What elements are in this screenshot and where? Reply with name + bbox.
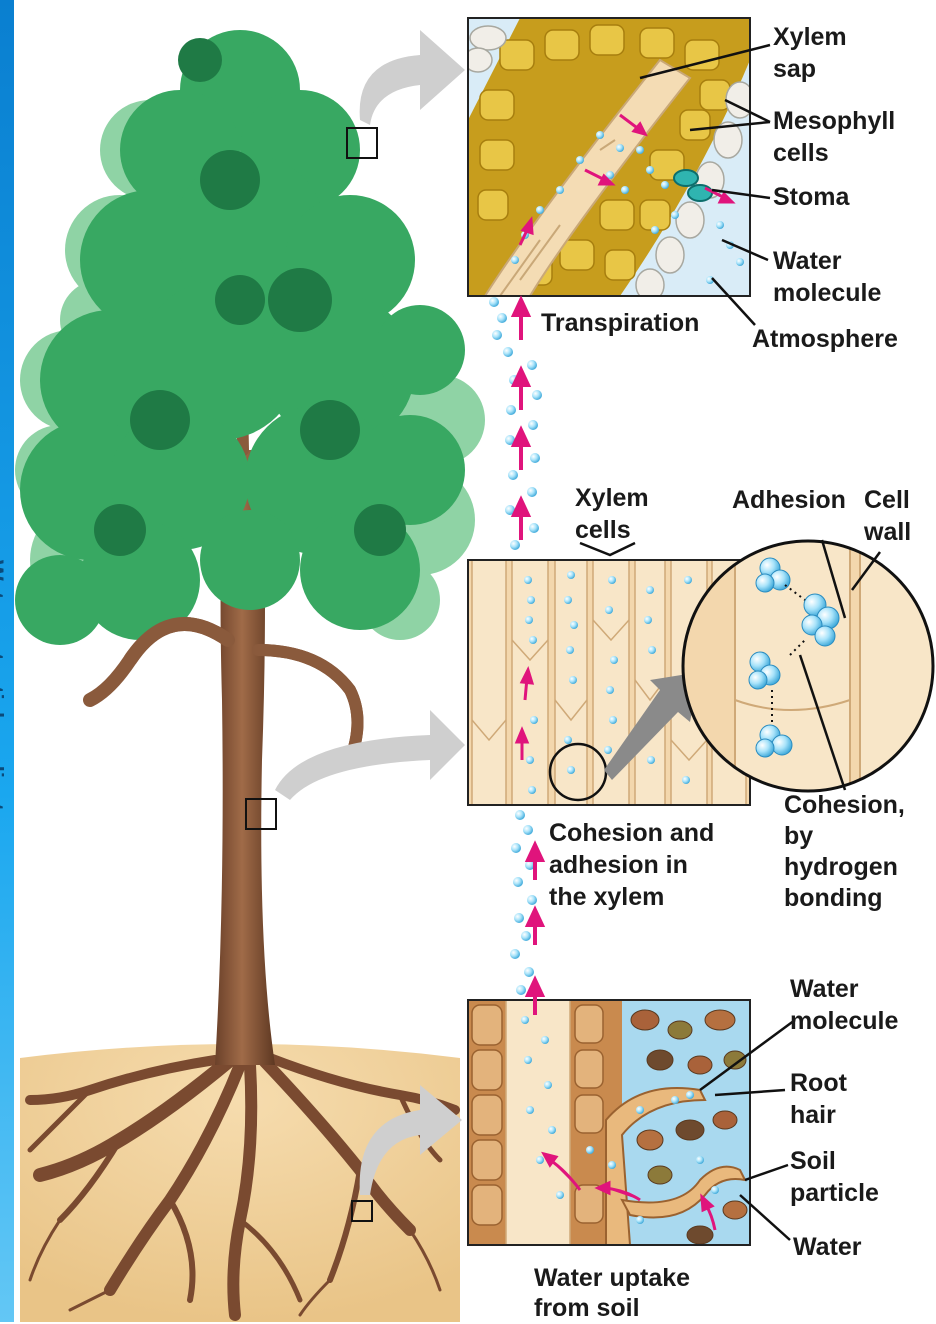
caption-cohesion-line1: Cohesion and [549, 818, 714, 849]
root-panel [468, 1000, 750, 1245]
label-xylem-sap-line1: Xylem [773, 22, 847, 53]
caption-transpiration: Transpiration [541, 308, 699, 339]
label-cohesion-line1: Cohesion, [784, 790, 905, 821]
label-cell-wall-line1: Cell [864, 485, 910, 516]
label-soil-particle-line2: particle [790, 1178, 879, 1209]
label-leaf-water-molecule-line1: Water [773, 246, 842, 277]
label-cohesion-line2: by [784, 821, 813, 852]
label-cohesion-line4: bonding [784, 883, 883, 914]
label-soil-particle-line1: Soil [790, 1146, 836, 1177]
label-stoma: Stoma [773, 182, 849, 213]
label-root-water-molecule-line1: Water [790, 974, 859, 1005]
caption-water-uptake-line2: from soil [534, 1293, 640, 1324]
label-mesophyll-line2: cells [773, 138, 829, 169]
caption-water-uptake-line1: Water uptake [534, 1263, 690, 1294]
label-mesophyll-line1: Mesophyll [773, 106, 895, 137]
caption-cohesion-line2: adhesion in [549, 850, 688, 881]
label-cohesion-line3: hydrogen [784, 852, 898, 883]
label-adhesion: Adhesion [732, 485, 846, 516]
label-soil-water: Water [793, 1232, 862, 1263]
label-atmosphere: Atmosphere [752, 324, 898, 355]
label-leaf-water-molecule-line2: molecule [773, 278, 881, 309]
soil [20, 1044, 460, 1322]
label-cell-wall-line2: wall [864, 517, 911, 548]
label-xylem-cells-line2: cells [575, 515, 631, 546]
label-xylem-cells-line1: Xylem [575, 483, 649, 514]
label-root-hair-line1: Root [790, 1068, 847, 1099]
label-root-water-molecule-line2: molecule [790, 1006, 898, 1037]
caption-cohesion-line3: the xylem [549, 882, 664, 913]
label-root-hair-line2: hair [790, 1100, 836, 1131]
label-xylem-sap-line2: sap [773, 54, 816, 85]
